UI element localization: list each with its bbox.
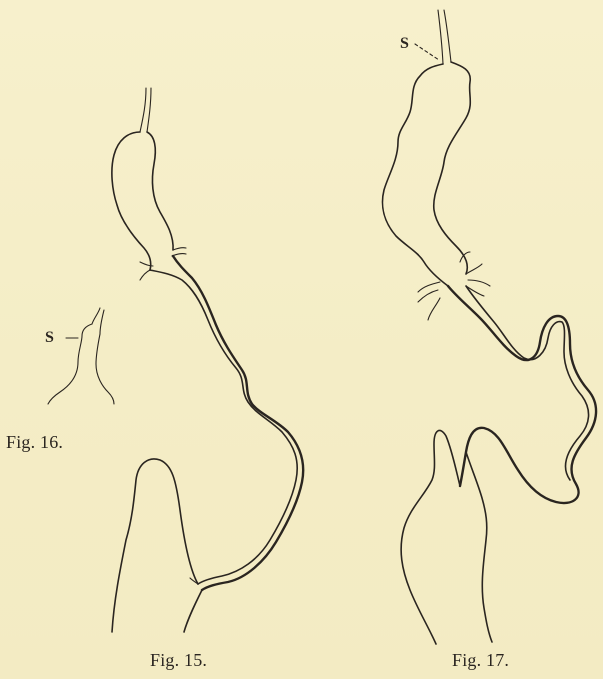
fig17-drawing xyxy=(383,10,597,644)
fig17-s-label: S xyxy=(400,36,409,52)
fig17-caption: Fig. 17. xyxy=(452,650,509,671)
fig16-s-label: S xyxy=(45,330,54,346)
fig16-drawing xyxy=(48,308,114,404)
fig15-drawing xyxy=(112,88,303,632)
fig16-caption: Fig. 16. xyxy=(6,432,63,453)
fig15-caption: Fig. 15. xyxy=(150,650,207,671)
